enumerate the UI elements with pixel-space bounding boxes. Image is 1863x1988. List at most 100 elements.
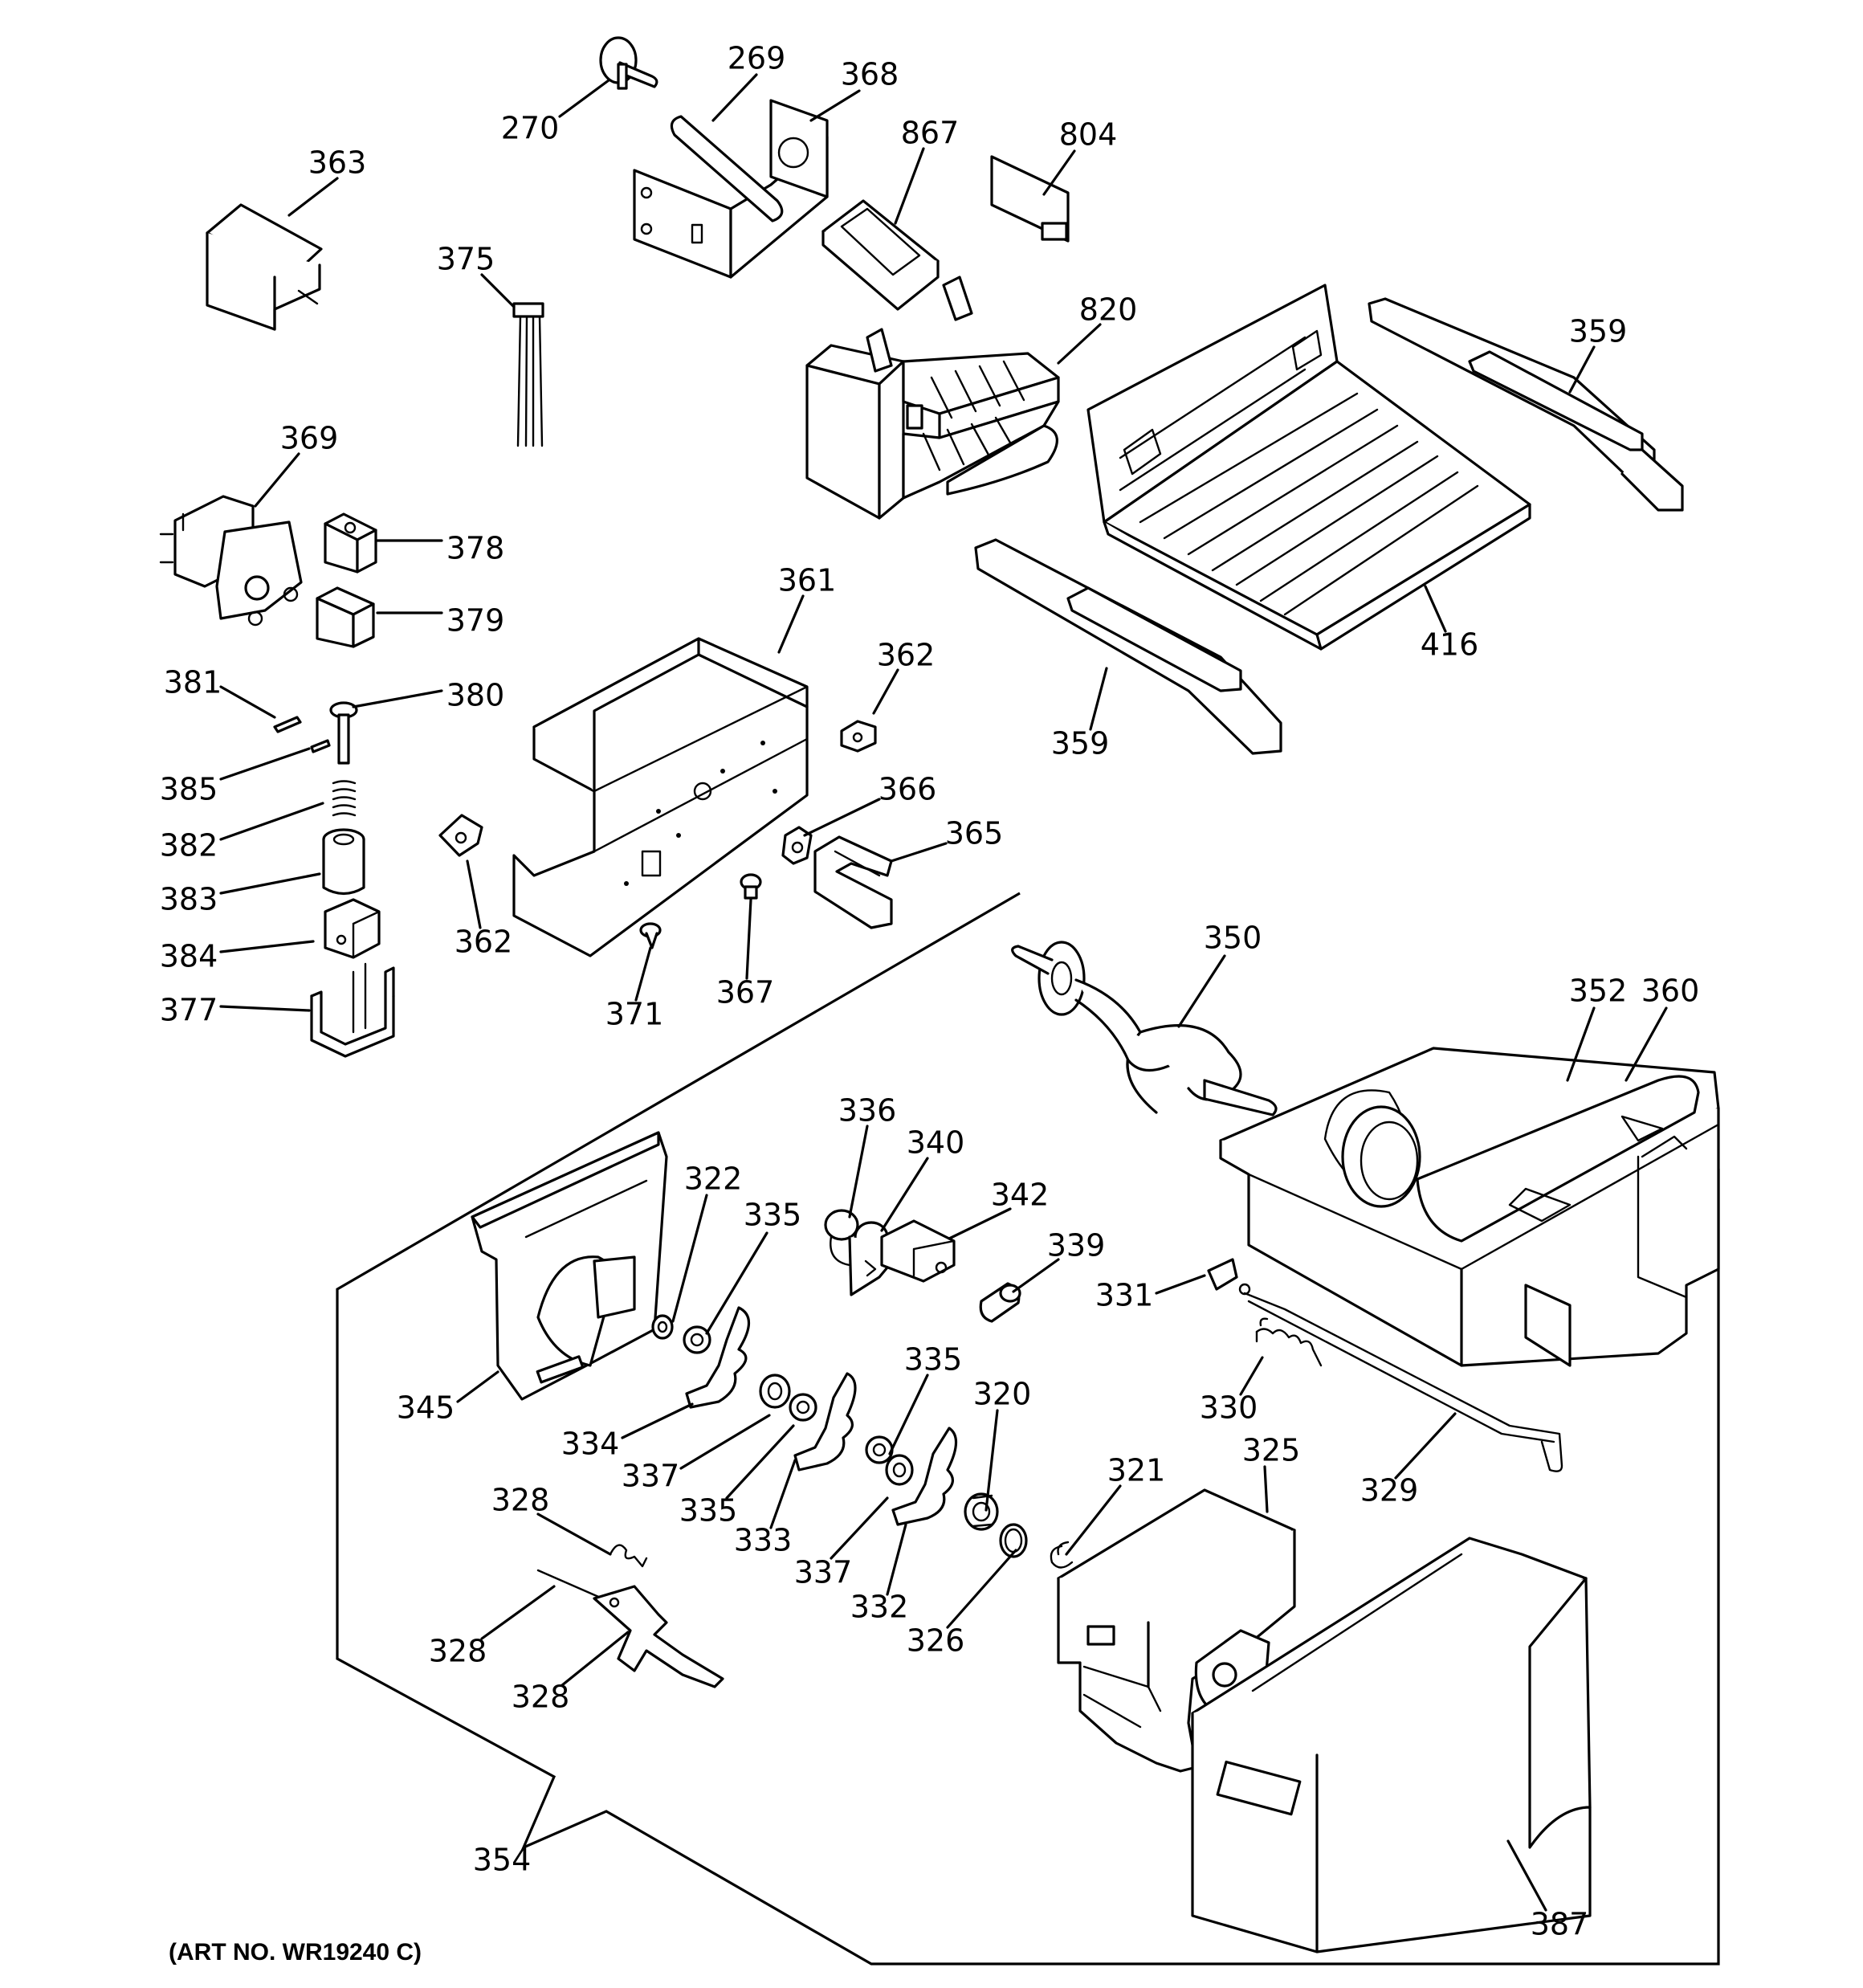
leader-line-c321 (1065, 1484, 1122, 1556)
callout-c375: 375 (437, 242, 495, 277)
part-328-lever (593, 1585, 724, 1688)
part-359-rail-lower (974, 538, 1282, 755)
leader-line-c368 (809, 89, 861, 122)
callout-c379: 379 (446, 603, 505, 639)
leader-line-c320 (984, 1409, 999, 1512)
callout-c367: 367 (716, 975, 775, 1010)
callout-c385: 385 (160, 772, 218, 807)
callout-c362a: 362 (877, 638, 936, 673)
leader-line-c345 (456, 1370, 499, 1403)
part-331-clip (1207, 1258, 1251, 1296)
callout-c320: 320 (973, 1377, 1032, 1412)
part-366-clip (781, 826, 813, 865)
leader-line-c330 (1239, 1356, 1264, 1396)
leader-line-c326 (946, 1549, 1017, 1629)
callout-c269: 269 (728, 41, 786, 76)
part-329-rod (1243, 1292, 1563, 1472)
callout-c352: 352 (1569, 974, 1628, 1009)
callout-c368: 368 (841, 57, 899, 92)
callout-c340: 340 (907, 1125, 965, 1161)
callout-c335b: 335 (904, 1342, 963, 1378)
callout-c350: 350 (1204, 921, 1262, 956)
part-321-clip (1050, 1541, 1074, 1569)
leader-line-c820 (1057, 323, 1102, 365)
part-270-grommet (599, 36, 658, 90)
leader-line-c334 (621, 1402, 694, 1439)
part-337-bushing-b (885, 1454, 914, 1486)
callout-c337b: 337 (794, 1555, 853, 1590)
part-804-shield (990, 155, 1070, 243)
part-383-sleeve (322, 828, 365, 896)
callout-c330: 330 (1200, 1390, 1258, 1426)
callout-c331: 331 (1095, 1278, 1154, 1313)
callout-c362b: 362 (455, 925, 513, 960)
callout-c325: 325 (1242, 1433, 1301, 1468)
leader-line-c332 (886, 1523, 907, 1596)
leader-line-c371 (634, 946, 652, 1002)
callout-c329: 329 (1360, 1473, 1419, 1508)
callout-c382: 382 (160, 828, 218, 863)
callout-c384: 384 (160, 939, 218, 974)
callout-c328b: 328 (429, 1634, 487, 1669)
part-365-bracket (813, 835, 893, 929)
callout-c867: 867 (901, 116, 960, 151)
part-382-spring (332, 780, 357, 817)
part-362-bracket-left (438, 814, 483, 857)
leader-line-c322 (671, 1194, 708, 1323)
part-269-fill-tube (670, 115, 784, 222)
callout-c383: 383 (160, 882, 218, 917)
part-328-spring (609, 1544, 648, 1568)
leader-line-c329 (1394, 1412, 1457, 1480)
leader-line-c340 (880, 1157, 929, 1232)
callout-c337a: 337 (622, 1459, 680, 1494)
callout-c336: 336 (838, 1093, 897, 1129)
callout-c820: 820 (1079, 292, 1138, 328)
art-number: (ART NO. WR19240 C) (169, 1939, 422, 1966)
part-371-screw (639, 922, 662, 949)
leader-line-c333 (769, 1459, 797, 1529)
part-361-housing (512, 637, 809, 957)
leader-line-c385 (219, 747, 311, 781)
callout-c360: 360 (1641, 974, 1700, 1009)
callout-c333: 333 (734, 1523, 793, 1558)
callout-c270: 270 (501, 111, 560, 146)
leader-line-c342 (948, 1207, 1012, 1240)
leader-line-c328c (561, 1631, 630, 1687)
part-375-wire-harness (512, 302, 544, 447)
leader-line-c359a (1568, 345, 1596, 394)
callout-c345: 345 (397, 1390, 455, 1426)
leader-line-c335b (888, 1374, 929, 1455)
callout-c377: 377 (160, 993, 218, 1028)
leader-line-c362b (466, 859, 482, 929)
leader-line-c367 (745, 898, 752, 980)
callout-c378: 378 (446, 531, 505, 566)
callout-c381: 381 (164, 665, 222, 700)
leader-line-c331 (1155, 1274, 1206, 1295)
assembly-354-frame (336, 892, 1720, 1966)
callout-c335a: 335 (744, 1198, 802, 1233)
part-339-cylinder (979, 1282, 1021, 1323)
leader-line-c416 (1424, 585, 1447, 633)
leader-line-c328b (480, 1585, 556, 1640)
part-387-cover (1191, 1537, 1592, 1953)
callout-c359b: 359 (1051, 726, 1110, 761)
part-416-shelf (1086, 284, 1531, 651)
part-322-washer (651, 1314, 674, 1340)
leader-line-c383 (219, 872, 321, 895)
callout-c366: 366 (879, 772, 937, 807)
leader-line-c336 (848, 1125, 869, 1219)
leader-line-c804 (1042, 149, 1076, 196)
callout-c342: 342 (991, 1178, 1050, 1213)
leader-line-c381 (219, 685, 276, 719)
callout-c380: 380 (446, 678, 505, 713)
part-362-bracket-right (840, 720, 877, 753)
part-380-plunger (329, 701, 358, 765)
part-360-lid (1416, 1075, 1700, 1243)
leader-line-c335a (705, 1231, 768, 1335)
leader-line-c359b (1089, 667, 1108, 731)
part-335-washer-a (683, 1325, 711, 1354)
leader-line-c328a (536, 1512, 612, 1556)
part-368-bracket (633, 99, 829, 279)
part-345-shroud (471, 1131, 668, 1401)
